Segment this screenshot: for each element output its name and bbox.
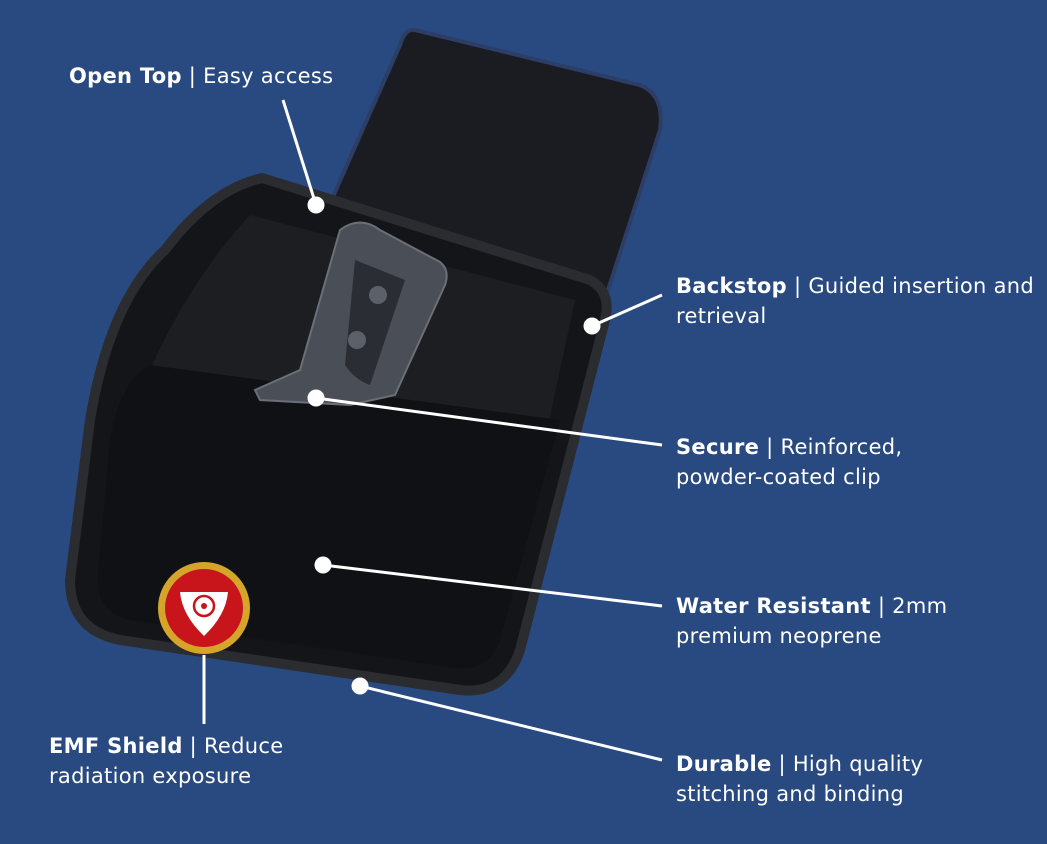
callout-title: Backstop — [676, 274, 787, 298]
callout-line-backstop — [591, 293, 663, 328]
callout-title: Water Resistant — [676, 594, 871, 618]
radiation-symbol-ring — [192, 594, 216, 618]
belt-clip-slot — [345, 260, 405, 385]
callout-dot — [351, 677, 369, 695]
callout-description: Reduce radiation exposure — [49, 734, 284, 788]
callout-dot — [307, 196, 325, 214]
callout-description: Guided insertion and retrieval — [676, 274, 1035, 328]
callout-title: Secure — [676, 435, 760, 459]
belt-clip-rivet — [348, 331, 366, 349]
callout-emf-shield: EMF Shield | Reduce radiation exposure — [49, 731, 339, 791]
callout-line-secure — [315, 396, 663, 447]
belt-clip — [253, 221, 448, 407]
callout-description: Reinforced, powder-coated clip — [676, 435, 903, 489]
callout-title: Open Top — [69, 64, 182, 88]
callout-title: Durable — [676, 752, 772, 776]
callout-line-durable — [359, 684, 663, 762]
callout-separator: | — [870, 594, 893, 618]
radiation-shield-icon — [158, 562, 250, 654]
callout-separator: | — [182, 734, 204, 758]
callout-separator: | — [181, 64, 204, 88]
callout-dot — [583, 317, 601, 335]
callout-dot — [314, 556, 332, 574]
callout-line-water-resistant — [322, 563, 663, 608]
belt-clip-rivet — [369, 286, 387, 304]
callout-description: High quality stitching and binding — [676, 752, 924, 806]
callout-open-top: Open Top | Easy access — [69, 61, 333, 91]
callout-line-open-top — [281, 99, 318, 206]
callout-separator: | — [787, 274, 809, 298]
callout-water-resistant: Water Resistant | 2mm premium neoprene — [676, 591, 1006, 651]
shield-shape — [180, 592, 228, 636]
callout-backstop: Backstop | Guided insertion and retrieva… — [676, 271, 1036, 331]
callout-description: Easy access — [203, 64, 334, 88]
callout-secure: Secure | Reinforced, powder-coated clip — [676, 432, 976, 492]
callout-separator: | — [771, 752, 793, 776]
radiation-symbol-center — [201, 603, 207, 609]
callout-lines — [202, 99, 663, 762]
callout-description: 2mm premium neoprene — [676, 594, 948, 648]
callout-title: EMF Shield — [49, 734, 183, 758]
callout-dot — [307, 389, 325, 407]
callout-separator: | — [759, 435, 781, 459]
callout-durable: Durable | High quality stitching and bin… — [676, 749, 976, 809]
